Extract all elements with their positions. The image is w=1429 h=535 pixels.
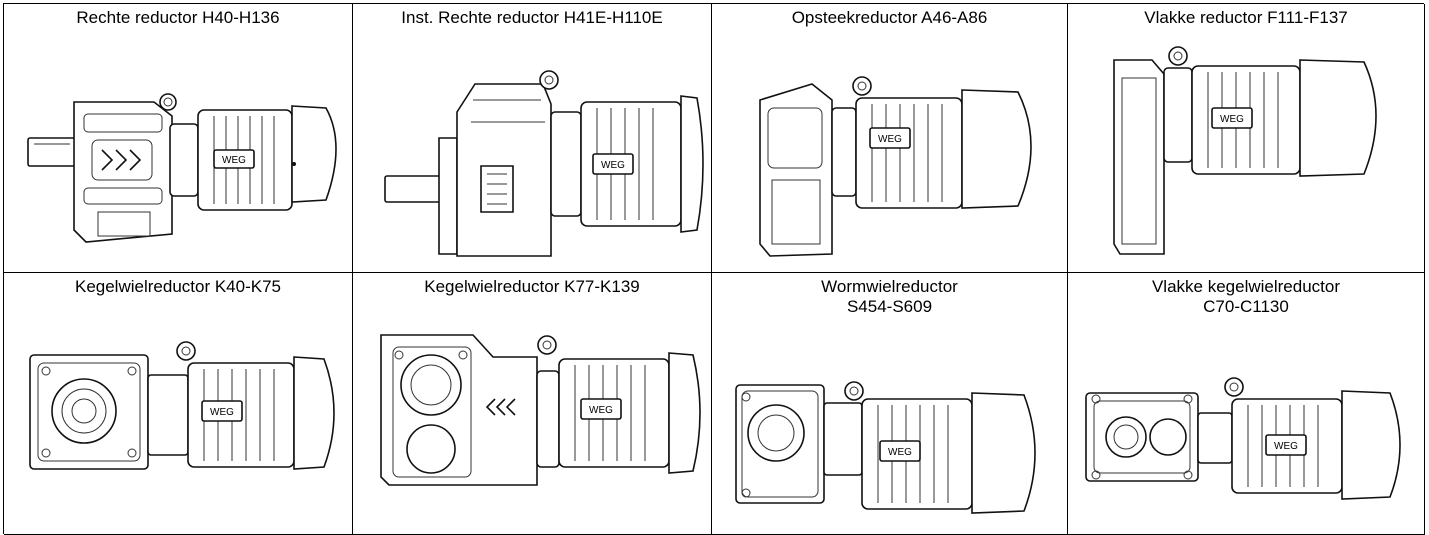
caption-bevel-gearbox-small: Kegelwielreductor K40-K75 [74,277,281,296]
parallel-bevel-gearbox-drawing: WEG [1068,273,1424,534]
caption-helical-gearbox: Rechte reductor H40-H136 [76,8,280,27]
caption-parallel-bevel-gearbox: Vlakke kegelwielreductor C70-C1130 [1151,277,1341,316]
gearbox-table: Rechte reductor H40-H136 WEG Inst. Recht… [3,3,1425,535]
inst-helical-gearbox-drawing: WEG [353,4,711,272]
cell-worm-gearbox: Wormwielreductor S454-S609 WEG [712,273,1068,535]
caption-parallel-shaft-gearbox: Vlakke reductor F111-F137 [1144,8,1348,27]
caption-worm-gearbox: Wormwielreductor S454-S609 [821,277,958,316]
worm-gearbox-drawing: WEG [712,273,1067,534]
weg-logo-8: WEG [1274,441,1298,452]
cell-parallel-shaft-gearbox: Vlakke reductor F111-F137 WEG [1068,4,1425,273]
parallel-shaft-gearbox-drawing: WEG [1068,4,1424,272]
caption-shaft-mounted-gearbox: Opsteekreductor A46-A86 [791,8,988,27]
weg-logo-2: WEG [601,160,625,171]
caption-bevel-gearbox-large: Kegelwielreductor K77-K139 [424,277,640,296]
caption-inst-helical-gearbox: Inst. Rechte reductor H41E-H110E [401,8,663,27]
bevel-gearbox-small-drawing: WEG [4,273,352,534]
bevel-gearbox-large-drawing: WEG [353,273,711,534]
cell-bevel-gearbox-large: Kegelwielreductor K77-K139 WEG [353,273,712,535]
weg-logo-1: WEG [222,155,246,166]
weg-logo-5: WEG [210,407,234,418]
cell-helical-gearbox: Rechte reductor H40-H136 WEG [4,4,353,273]
shaft-mounted-gearbox-drawing: WEG [712,4,1067,272]
helical-gearbox-drawing: WEG [4,4,352,272]
cell-inst-helical-gearbox: Inst. Rechte reductor H41E-H110E WEG [353,4,712,273]
weg-logo-6: WEG [589,405,613,416]
cell-parallel-bevel-gearbox: Vlakke kegelwielreductor C70-C1130 WEG [1068,273,1425,535]
cell-bevel-gearbox-small: Kegelwielreductor K40-K75 WEG [4,273,353,535]
weg-logo-3: WEG [878,134,902,145]
cell-shaft-mounted-gearbox: Opsteekreductor A46-A86 WEG [712,4,1068,273]
weg-logo-7: WEG [888,447,912,458]
weg-logo-4: WEG [1220,114,1244,125]
